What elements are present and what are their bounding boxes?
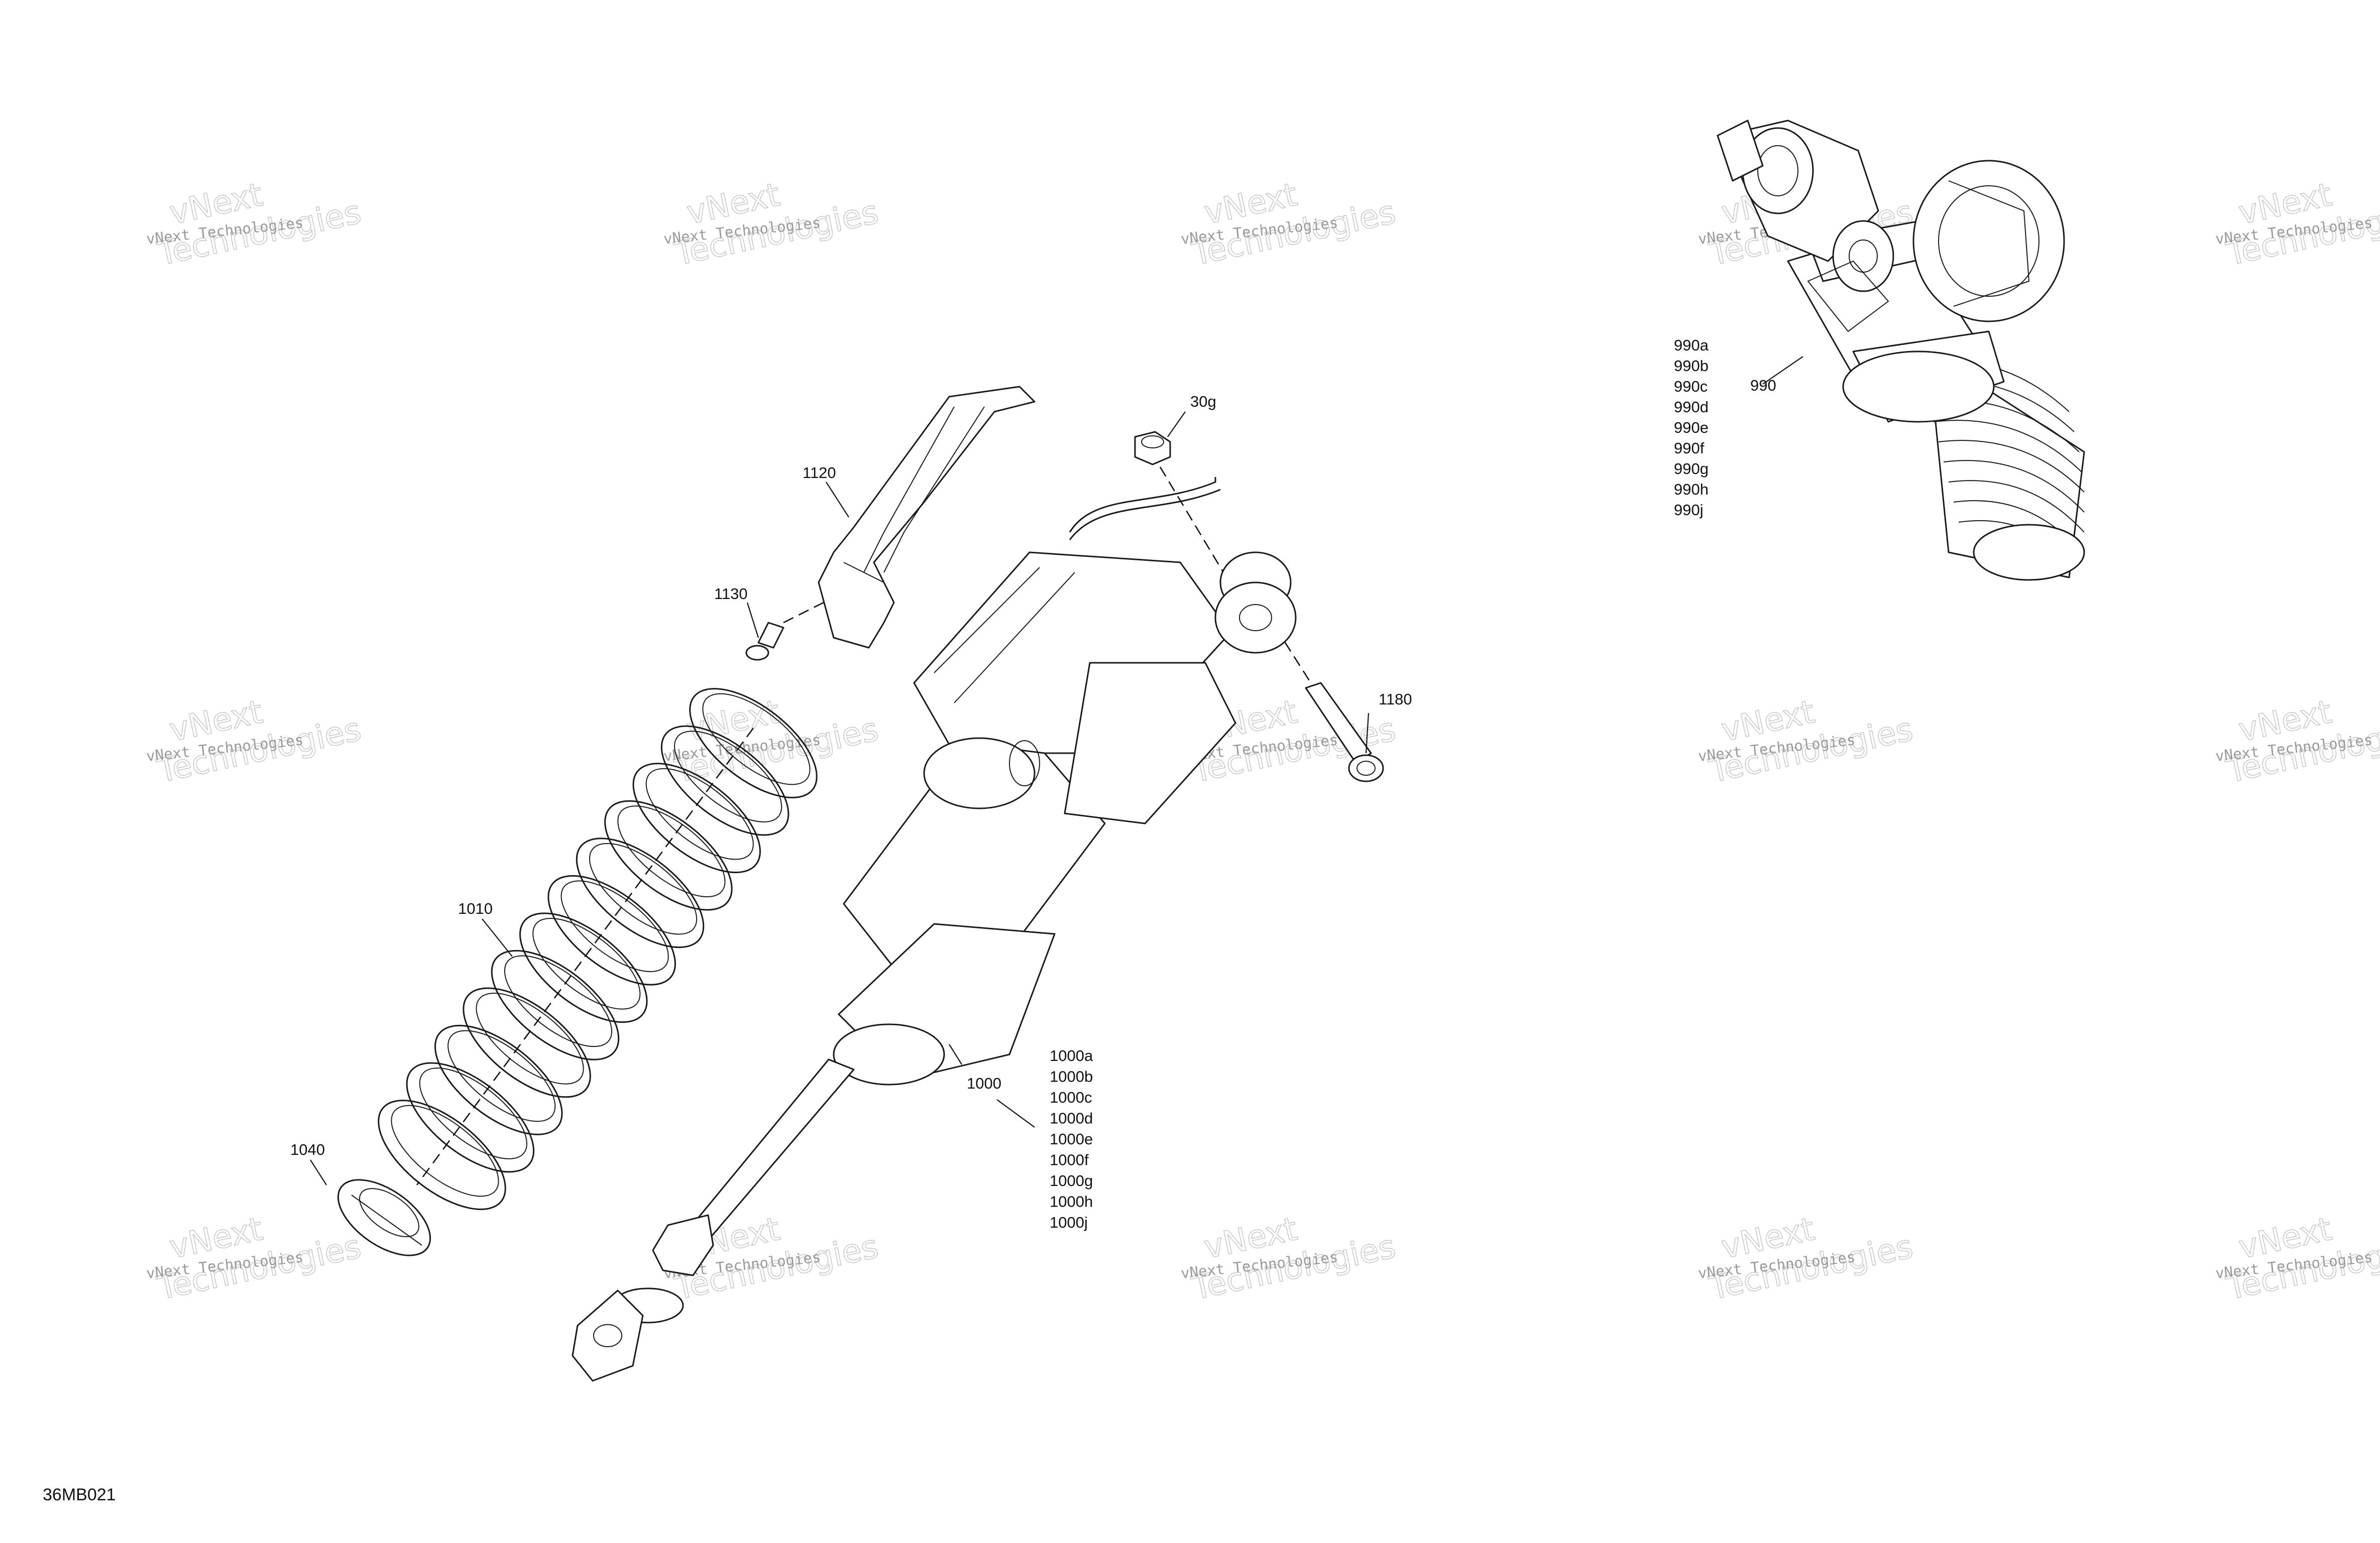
- callout-1000-variant: 1000f: [1050, 1151, 1089, 1169]
- nut-30g: [1134, 431, 1236, 593]
- spring-coil-inner: [617, 805, 726, 897]
- callout-1000-variant: 1000e: [1050, 1130, 1093, 1148]
- spring-coil-inner: [504, 955, 613, 1047]
- spring-coil: [434, 1025, 563, 1135]
- spring-coil: [406, 1062, 535, 1173]
- assembled-top-mount: [1717, 120, 1894, 332]
- callout-1000-variant: 1000g: [1050, 1172, 1093, 1190]
- spring-coil-inner: [674, 731, 782, 822]
- callout-990-variant: 990g: [1674, 460, 1709, 478]
- spring-coil: [491, 949, 620, 1060]
- callout-990-variant: 990b: [1674, 357, 1709, 375]
- spring-coil-inner: [476, 993, 584, 1085]
- spring-coil: [632, 763, 761, 873]
- callout-990-variant: 990c: [1674, 378, 1708, 395]
- callout-1000: 1000: [967, 1075, 1001, 1092]
- callout-1180: 1180: [1379, 690, 1412, 708]
- callout-990-variant: 990d: [1674, 398, 1709, 416]
- spring-coil: [660, 725, 789, 836]
- screw-1130: [745, 602, 824, 661]
- callout-1000-variant: 1000b: [1050, 1068, 1093, 1086]
- spring-coil-inner: [447, 1030, 556, 1122]
- spring-coil: [463, 987, 591, 1098]
- callout-990-variant: 990h: [1674, 481, 1709, 498]
- callout-1000-variant: 1000h: [1050, 1193, 1093, 1211]
- callout-1000-variant: 1000d: [1050, 1110, 1093, 1127]
- callout-1120: 1120: [803, 464, 836, 482]
- spring-axis: [416, 728, 754, 1185]
- spring-coil-inner: [702, 693, 811, 785]
- bracket-1120: [818, 386, 1036, 649]
- spring-coil: [519, 912, 648, 1023]
- callout-990-variant: 990j: [1674, 501, 1704, 519]
- spring-coil: [604, 800, 733, 911]
- callout-1000-variant: 1000j: [1050, 1214, 1088, 1231]
- callout-990: 990: [1750, 377, 1776, 394]
- spring-coil-inner: [560, 880, 669, 973]
- spring-coil-inner: [589, 843, 698, 935]
- spring-coil-inner: [391, 1105, 499, 1197]
- callout-1000-variant: 1000c: [1050, 1089, 1092, 1106]
- spring-coil-inner: [532, 917, 641, 1010]
- spring-coil-inner: [419, 1067, 527, 1159]
- assembled-shock-990: [1717, 120, 2085, 581]
- callout-1010: 1010: [458, 900, 493, 917]
- callout-1130: 1130: [714, 585, 748, 603]
- spring-coil: [576, 838, 705, 948]
- callout-990-variants: 990a 990b 990c 990d 990e 990f 990g 990h 990j: [1674, 336, 1709, 519]
- spring-coil: [378, 1100, 506, 1210]
- spring-coil: [547, 875, 676, 986]
- leader-lines: [310, 356, 1803, 1185]
- callout-990-variant: 990f: [1674, 439, 1705, 457]
- figure-code: 36MB021: [43, 1485, 116, 1504]
- callout-990-variant: 990a: [1674, 336, 1709, 354]
- spring-coil-inner: [645, 768, 754, 860]
- callout-1040: 1040: [290, 1141, 325, 1158]
- spring-coil: [689, 688, 818, 798]
- spring-1010: [378, 688, 818, 1210]
- callout-990-variant: 990e: [1674, 419, 1709, 436]
- callout-1000-variant: 1000a: [1050, 1047, 1093, 1064]
- shock-body-1000: [572, 477, 1297, 1382]
- bolt-1180: [1275, 627, 1384, 782]
- callout-1000-variants: 1000a 1000b 1000c 1000d 1000e 1000f 1000g 1000h…: [1050, 1047, 1093, 1231]
- callout-30g: 30g: [1190, 393, 1216, 410]
- seat-1040: [337, 1179, 431, 1256]
